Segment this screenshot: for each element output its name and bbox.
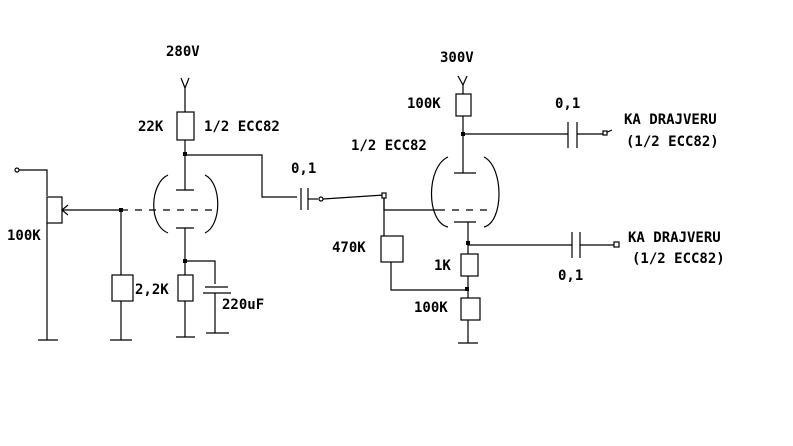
label-out-top-line2: (1/2 ECC82) [626, 134, 719, 150]
label-out-bottom-line2: (1/2 ECC82) [632, 251, 725, 267]
tube-2-anode-circuit [455, 75, 613, 173]
label-out-top-line1: KA DRAJVERU [624, 112, 717, 128]
supply-300v-arrow [457, 75, 468, 87]
label-tube2-type: 1/2 ECC82 [351, 138, 427, 154]
grid-resistor-left [110, 208, 134, 341]
capacitor-out-bottom [571, 232, 581, 258]
input-potentiometer-section [14, 167, 121, 341]
label-22k: 22K [138, 119, 164, 135]
label-cathode-100k: 100K [414, 300, 448, 316]
resistor-1k [460, 253, 479, 277]
input-terminal-wire [17, 169, 48, 196]
label-2k2: 2,2K [135, 282, 169, 298]
tube-2-envelope [431, 156, 500, 228]
anode-to-coupling-wire [185, 154, 297, 198]
supply-280v-arrow [180, 77, 190, 90]
tube-2-cathode-circuit [458, 222, 620, 344]
label-470k: 470K [332, 240, 366, 256]
tube-1 [121, 174, 219, 234]
tube-1-cathode-circuit [176, 228, 231, 338]
resistor-2k2 [177, 274, 194, 302]
resistor-100k-cathode [460, 297, 481, 321]
label-anode-100k: 100K [407, 96, 441, 112]
label-out-bottom-cap: 0,1 [558, 268, 583, 284]
label-coupling-0-1: 0,1 [291, 161, 316, 177]
label-pot-100k: 100K [7, 228, 41, 244]
label-220uf: 220uF [222, 297, 264, 313]
pot-wiper-arrow [61, 204, 69, 216]
grid-resistor-box [111, 274, 134, 302]
labels: 280V 22K 1/2 ECC82 100K 2,2K 220uF 0,1 1… [7, 44, 725, 316]
label-out-top-cap: 0,1 [555, 96, 580, 112]
capacitor-out-top [567, 122, 578, 148]
tube-1-envelope [153, 174, 219, 234]
tube-2 [431, 156, 500, 228]
label-out-bottom-line1: KA DRAJVERU [628, 230, 721, 246]
label-300v: 300V [440, 50, 474, 66]
resistor-100k-anode [455, 93, 472, 117]
label-1k: 1K [434, 258, 451, 274]
potentiometer-100k [46, 196, 63, 224]
input-terminal [14, 167, 20, 173]
resistor-470k [380, 235, 404, 263]
coupling-capacitor-1 [300, 188, 385, 210]
tube-2-grid-circuit [380, 192, 469, 291]
tube-1-anode-circuit [176, 77, 297, 198]
label-tube1-type: 1/2 ECC82 [204, 119, 280, 135]
label-280v: 280V [166, 44, 200, 60]
resistor-22k [176, 111, 195, 141]
